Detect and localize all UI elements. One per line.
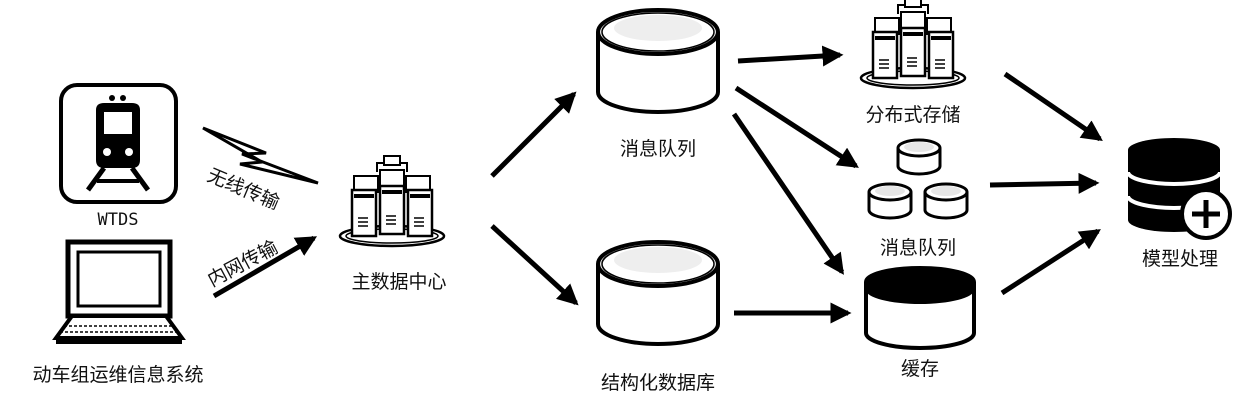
model-processing-label: 模型处理	[1142, 248, 1218, 270]
database-plus-icon	[1126, 138, 1232, 240]
main-datacenter-label: 主数据中心	[351, 271, 446, 293]
edges	[202, 45, 1103, 324]
arrow-queue-to-cache	[731, 112, 845, 275]
arrow-cache-to-model	[1000, 228, 1101, 296]
train-icon	[59, 83, 178, 204]
server-cluster-icon	[338, 154, 446, 248]
arrow-storage-to-model	[1003, 71, 1103, 142]
triple-cylinder-icon	[867, 138, 969, 220]
server-cluster-icon	[859, 0, 967, 90]
distributed-storage-label: 分布式存储	[865, 104, 960, 126]
wireless-link	[202, 126, 319, 185]
cache-label: 缓存	[901, 358, 939, 380]
wtds-label: WTDS	[98, 210, 139, 230]
arrow-dc-to-db	[490, 224, 579, 306]
computer-icon	[52, 239, 186, 344]
message-queue-mid-label: 消息队列	[880, 237, 956, 259]
cache-cylinder-icon	[864, 266, 976, 350]
disk-cylinder-icon	[596, 240, 720, 346]
arrow-queue-to-storage	[737, 45, 844, 67]
disk-cylinder-icon	[596, 8, 720, 114]
arrow-queue-to-mq	[734, 85, 859, 169]
structured-db-label: 结构化数据库	[601, 372, 715, 394]
message-queue-top-label: 消息队列	[620, 138, 696, 160]
arrow-dc-to-queue	[490, 91, 577, 178]
maintenance-system-label: 动车组运维信息系统	[32, 364, 203, 386]
intranet-arrow	[212, 235, 318, 299]
arrow-mq-to-model	[989, 172, 1100, 194]
